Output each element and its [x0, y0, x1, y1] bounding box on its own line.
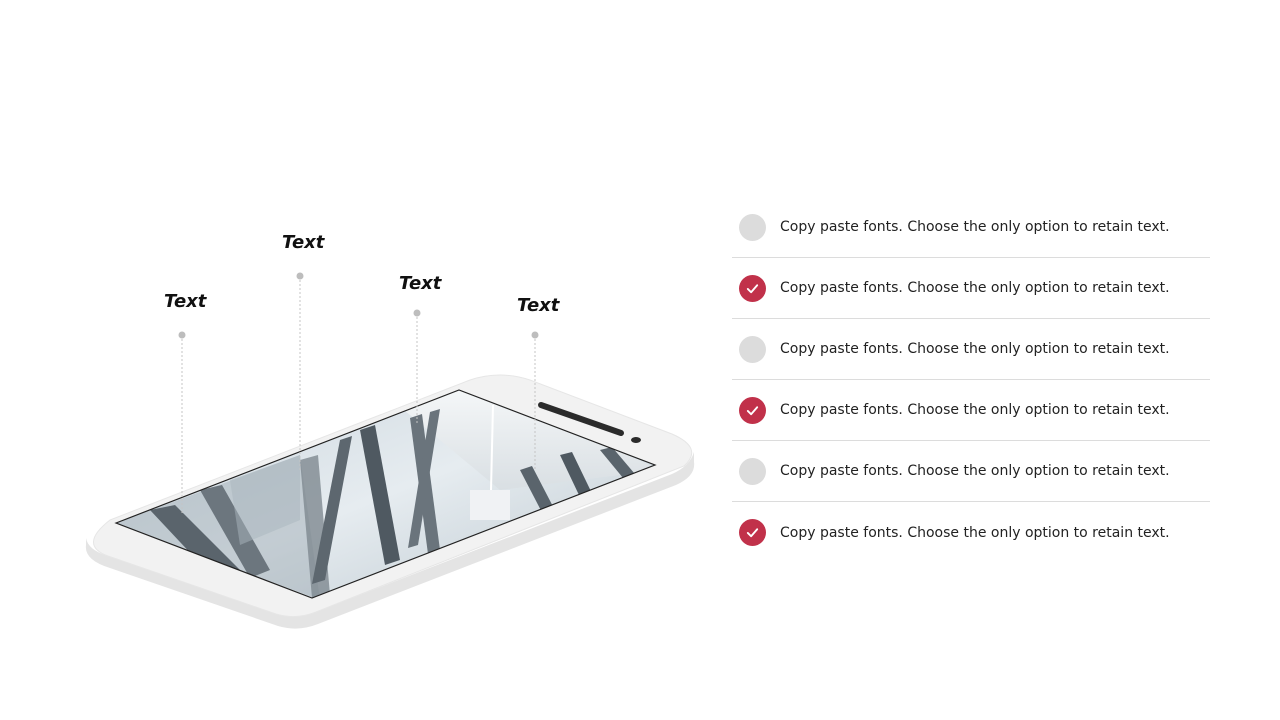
check-circle-icon[interactable] [739, 457, 766, 485]
checkmark-icon [746, 405, 759, 415]
checklist-item: Copy paste fonts. Choose the only option… [732, 502, 1210, 563]
phone-body-side [85, 452, 695, 629]
callout-label-3: Text [399, 273, 442, 294]
phone-screen-frame [114, 389, 657, 599]
check-circle-icon[interactable] [739, 396, 766, 424]
callout-label-1: Text [164, 291, 207, 312]
check-circle-icon[interactable] [739, 519, 766, 546]
check-circle-icon[interactable] [739, 335, 766, 363]
checklist-item-text: Copy paste fonts. Choose the only option… [780, 219, 1170, 235]
checklist-item: Copy paste fonts. Choose the only option… [732, 380, 1210, 441]
callout-lines [181, 276, 536, 515]
callout-dots [178, 272, 539, 339]
checklist: Copy paste fonts. Choose the only option… [732, 197, 1210, 563]
check-circle-icon[interactable] [739, 213, 766, 241]
phone-camera [631, 437, 641, 443]
checklist-item-text: Copy paste fonts. Choose the only option… [780, 280, 1170, 296]
checkmark-icon [746, 283, 759, 293]
checklist-item-text: Copy paste fonts. Choose the only option… [780, 463, 1170, 479]
checklist-item-text: Copy paste fonts. Choose the only option… [780, 341, 1170, 357]
checklist-item: Copy paste fonts. Choose the only option… [732, 197, 1210, 258]
checklist-item: Copy paste fonts. Choose the only option… [732, 441, 1210, 502]
callout-label-4: Text [517, 295, 560, 316]
phone-speaker [538, 402, 624, 436]
checklist-item: Copy paste fonts. Choose the only option… [732, 319, 1210, 380]
checklist-item-text: Copy paste fonts. Choose the only option… [780, 402, 1170, 418]
checklist-item: Copy paste fonts. Choose the only option… [732, 258, 1210, 319]
callout-label-2: Text [282, 232, 325, 253]
checkmark-icon [746, 528, 759, 538]
check-circle-icon[interactable] [739, 274, 766, 302]
checklist-item-text: Copy paste fonts. Choose the only option… [780, 524, 1170, 541]
